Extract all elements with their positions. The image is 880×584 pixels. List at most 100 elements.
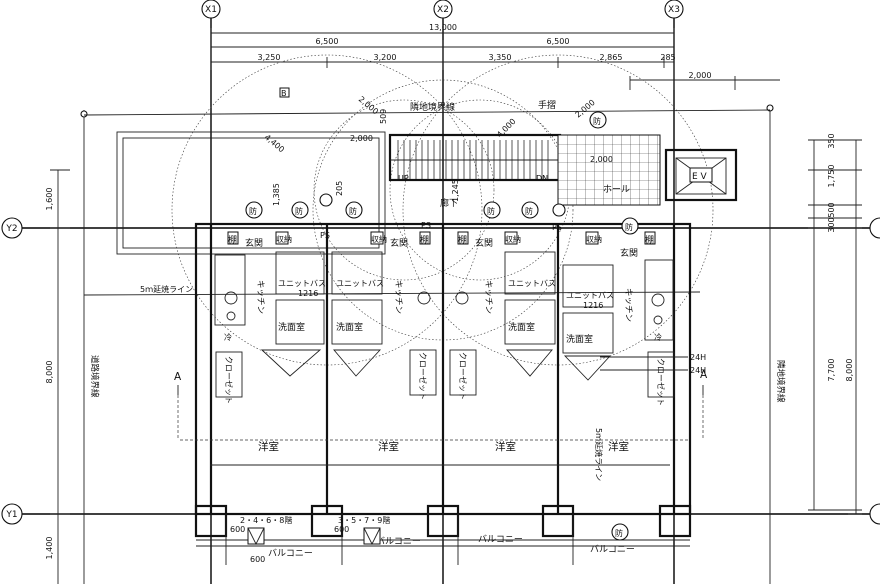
unit3-unit-bath: ユニットバス [508,279,556,288]
dim-3350: 3,350 [489,53,512,62]
dim-285: 285 [660,53,675,62]
unit1-shuno: 収納 [276,234,292,244]
unit3-closet: クローゼット [458,352,468,400]
fire-door-mark-3: 防 [349,206,357,216]
axis-label-y2: Y2 [5,224,17,234]
hall-label: ホール [603,184,630,195]
dim-4400: 4,400 [263,133,286,155]
unit1-balcony: バルコニー [268,548,313,559]
floors-note-b: 3・5・7・9階 [338,515,390,525]
unit2-genkan: 玄関 [390,237,408,249]
dim-2865: 2,865 [600,53,623,62]
dim-8000-right: 8,000 [845,359,854,382]
corridor-label: 廊下 [440,197,458,209]
unit1-closet: クローゼット [224,356,234,404]
stair-up-label: UP [398,174,409,183]
axis-label-y1: Y1 [5,510,17,520]
unit4-unit-size: 1216 [583,301,603,310]
unit4-rei: 冷 [654,332,662,342]
boundary-right-label: 隣地境界線 [775,360,786,403]
unit1-rei: 冷 [224,332,232,342]
grid-bubble-x1: X1 [201,0,221,19]
dim-300: 300 [827,217,836,232]
dim-1245: 1,245 [451,179,460,202]
unit1-kitchen: キッチン [255,280,265,314]
fire-door-mark-1: 防 [249,206,257,216]
fire-door-mark-5: 防 [525,206,533,216]
handrail-label: 手摺 [538,99,556,111]
fire-door-mark-2: 防 [295,206,303,216]
dim-1750: 1,750 [827,165,836,188]
unit2-closet: クローゼット [418,352,428,400]
unit3-shuno: 収納 [505,234,521,244]
unit4-unit-bath: ユニットバス [566,291,614,300]
grid-bubble-y2-right [869,217,880,239]
dim-600-b: 600 [334,525,349,534]
dim-8000-left: 8,000 [45,361,54,384]
dim-600-c: 600 [250,555,265,564]
unit2-kitchen: キッチン [393,280,403,314]
unit3-balcony: バルコニー [478,534,523,545]
fire-door-marks [245,111,639,541]
dim-half-left: 6,500 [316,37,339,46]
unit1-unit-bath: ユニットバス [278,279,326,288]
dimension-lines-side [50,139,862,584]
ps-label-1: PS [320,231,330,240]
dim-205: 205 [335,181,344,196]
unit2-tana: 棚 [420,234,429,246]
unit3-genkan: 玄関 [475,237,493,249]
fire-door-mark-7: 防 [625,222,633,232]
unit2-balcony: バルコニー [376,536,421,547]
grid-bubble-y1-right [869,503,880,525]
unit-3 [449,231,556,396]
grid-bubble-y2: Y2 [1,217,23,239]
unit4-tana: 棚 [645,234,654,246]
unit3-senmen: 洗面室 [508,321,535,333]
grid-lines [14,14,880,584]
marker-b: B [279,87,290,98]
dim-2000-a: 2,000 [350,134,373,143]
unit4-closet: クローゼット [656,358,666,406]
dim-500: 500 [827,202,836,217]
unit4-balcony: バルコニー [590,544,635,555]
dim-3200: 3,200 [374,53,397,62]
marker-b-label: B [281,89,287,98]
dim-half-right: 6,500 [547,37,570,46]
dim-1385: 1,385 [272,183,281,206]
outdoor-slab [83,131,701,296]
unit3-kitchen: キッチン [483,280,493,314]
unit2-senmen: 洗面室 [336,321,363,333]
dim-1600: 1,600 [45,188,54,211]
unit1-unit-size: 1216 [298,289,318,298]
balcony-hatches [247,527,381,546]
grid-bubble-x3: X3 [664,0,684,19]
dim-600-a: 600 [230,525,245,534]
unit4-yoshitsu: 洋室 [608,440,629,453]
grid-bubble-x2: X2 [433,0,453,19]
stair-dn-label: DN [536,174,548,183]
boundary-top-label: 隣地境界線 [410,101,455,113]
extension-line-label: 5ｍ延焼ライン [140,284,193,294]
unit2-unit-bath: ユニットバス [336,279,384,288]
ev-label: E V [692,172,708,182]
fire-door-mark-8: 防 [615,528,623,538]
unit4-shuno: 収納 [586,234,602,244]
fire-door-mark-6: 防 [593,116,601,126]
unit4-genkan: 玄関 [620,247,638,259]
meter-24h-2: 24H [690,366,706,375]
unit3-yoshitsu: 洋室 [495,440,516,453]
ps-label-2: PS [421,221,431,230]
unit4-kitchen: キッチン [623,288,633,322]
stair-core [388,133,738,206]
dim-2000-b: 2,000 [590,155,613,164]
axis-label-x2: X2 [437,5,449,15]
ps-label-3: PS [552,223,562,232]
unit-4 [562,231,675,398]
unit3-tana: 棚 [458,234,467,246]
unit1-yoshitsu: 洋室 [258,440,279,453]
section-mark-left: A [174,371,182,383]
section-markers [177,385,704,440]
unit1-senmen: 洗面室 [278,321,305,333]
dim-2000-ev: 2,000 [689,71,712,80]
